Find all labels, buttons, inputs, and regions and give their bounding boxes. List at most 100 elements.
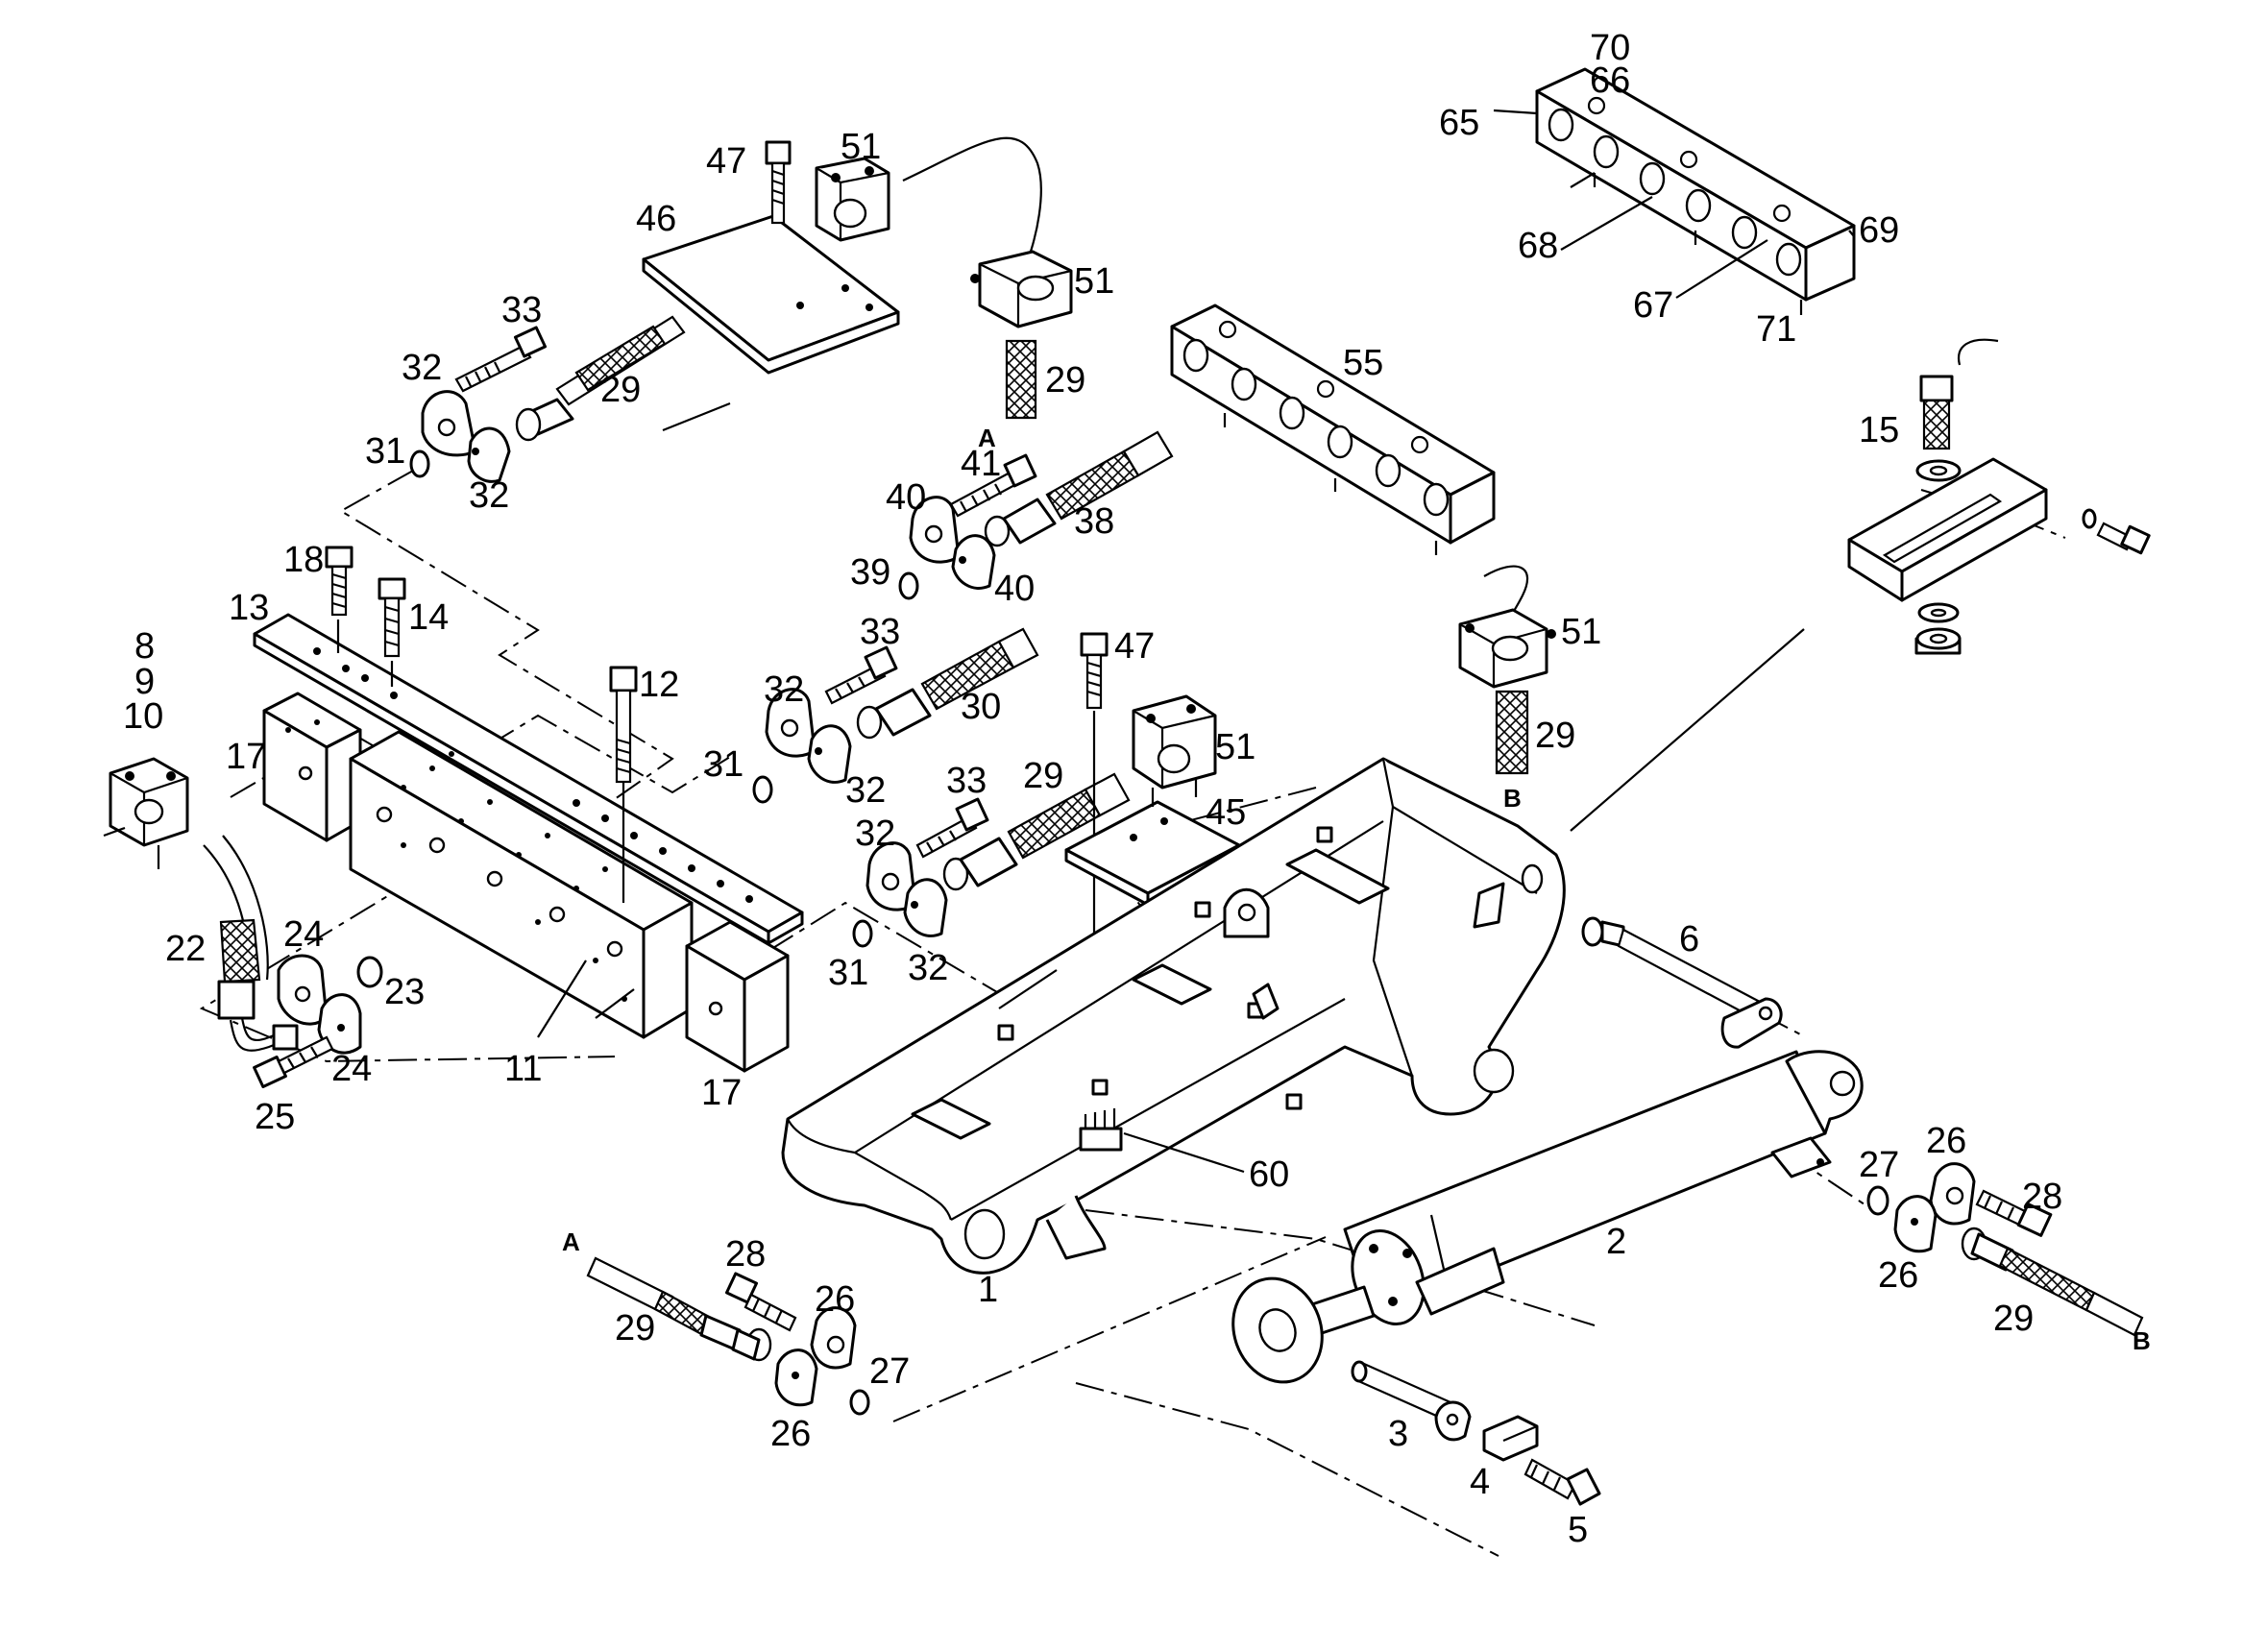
callout-33-top: 33 xyxy=(501,290,542,330)
marker-b-bottom: B xyxy=(2133,1326,2151,1355)
callout-55: 55 xyxy=(1343,343,1383,383)
clamp-8-9-10 xyxy=(103,757,189,869)
callout-23: 23 xyxy=(384,972,425,1012)
callout-26-right-b: 26 xyxy=(1878,1255,1918,1296)
callout-31-top: 31 xyxy=(365,431,405,472)
callout-51-middle: 51 xyxy=(1215,727,1255,767)
o-ring-31-lower xyxy=(852,919,873,948)
clamp-half-26-bottom-left xyxy=(774,1306,857,1407)
callout-1: 1 xyxy=(978,1270,998,1310)
callout-65: 65 xyxy=(1439,103,1479,143)
clamp-half-24-top xyxy=(277,954,329,1026)
connector-60 xyxy=(1079,1108,1245,1174)
callout-40-a: 40 xyxy=(886,477,926,518)
manifold-block-11 xyxy=(349,730,694,1039)
manifold-bar-65 xyxy=(1535,67,1856,315)
callout-17-right: 17 xyxy=(701,1073,742,1113)
callout-22: 22 xyxy=(165,929,206,969)
o-ring-31-middle xyxy=(752,775,773,804)
callout-28-right: 28 xyxy=(2022,1177,2062,1217)
callout-29-bottom-left: 29 xyxy=(615,1308,655,1348)
hose-29-vertical-b xyxy=(1495,690,1529,775)
callout-69: 69 xyxy=(1859,210,1899,251)
callout-4: 4 xyxy=(1470,1462,1490,1502)
callout-51-right: 51 xyxy=(1561,612,1601,652)
callout-51-top-left: 51 xyxy=(841,127,881,167)
o-ring-27-bottom-left xyxy=(849,1389,870,1416)
sensor-15 xyxy=(1915,338,1999,482)
callout-14: 14 xyxy=(408,597,449,638)
clamp-51-right xyxy=(1458,608,1556,689)
callout-67: 67 xyxy=(1633,285,1673,326)
callout-32-middle-a: 32 xyxy=(764,669,804,710)
callout-26-bottom-left-b: 26 xyxy=(770,1414,811,1454)
callout-27-bottom-left: 27 xyxy=(869,1351,910,1392)
hose-22 xyxy=(203,835,299,1052)
callout-3: 3 xyxy=(1388,1414,1408,1454)
bracket-15 xyxy=(1847,457,2048,602)
callout-38: 38 xyxy=(1074,501,1114,542)
callout-25: 25 xyxy=(255,1097,295,1137)
bolt-5 xyxy=(1524,1458,1601,1506)
manifold-bar-55 xyxy=(1170,304,1496,555)
screw-33-top xyxy=(454,326,548,393)
callout-26-bottom-left-a: 26 xyxy=(815,1279,855,1320)
callout-33-lower: 33 xyxy=(946,761,987,801)
callout-17-left: 17 xyxy=(226,737,266,777)
clamp-half-40 xyxy=(909,496,996,590)
end-block-17-right xyxy=(685,920,790,1073)
callout-8: 8 xyxy=(134,626,155,667)
callout-31-lower: 31 xyxy=(828,953,868,993)
marker-a-bottom: A xyxy=(562,1227,580,1256)
screw-bracket-15 xyxy=(2082,508,2151,555)
o-ring-31-top xyxy=(409,449,430,478)
callout-45: 45 xyxy=(1206,792,1246,833)
bolt-47-top xyxy=(765,140,792,225)
callout-2: 2 xyxy=(1606,1222,1626,1262)
callout-71: 71 xyxy=(1756,309,1796,350)
callout-28-bottom-left: 28 xyxy=(725,1234,766,1275)
callout-47-middle: 47 xyxy=(1114,626,1155,667)
hose-29-top-left xyxy=(515,315,686,442)
callout-13: 13 xyxy=(229,588,269,628)
callout-15: 15 xyxy=(1859,410,1899,450)
callout-12: 12 xyxy=(639,665,679,705)
callout-32-middle-b: 32 xyxy=(845,770,886,811)
callout-26-right-a: 26 xyxy=(1926,1121,1966,1161)
clamp-half-32-middle xyxy=(765,688,852,784)
bolt-47-middle xyxy=(1080,632,1109,1081)
bolt-18 xyxy=(325,546,353,653)
callout-6: 6 xyxy=(1679,919,1699,960)
callout-24-top: 24 xyxy=(283,914,324,955)
callout-29-vertical-b: 29 xyxy=(1535,716,1575,756)
callout-32-top-b: 32 xyxy=(469,475,509,516)
callout-41: 41 xyxy=(961,444,1001,484)
hose-29-middle xyxy=(942,772,1131,891)
end-block-17-left xyxy=(262,692,362,842)
washer-nut-15 xyxy=(1914,602,1962,655)
mounting-plate-46 xyxy=(642,214,900,375)
o-ring-27-right xyxy=(1866,1185,1889,1216)
pin-3 xyxy=(1351,1360,1472,1442)
callout-29-top-left: 29 xyxy=(600,370,641,410)
bolt-12 xyxy=(609,666,638,903)
callout-29-right: 29 xyxy=(1993,1299,2034,1339)
screw-33-lower xyxy=(915,797,989,859)
bolt-14 xyxy=(378,577,406,687)
callout-32-lower-a: 32 xyxy=(855,814,895,854)
clamp-51-top-center xyxy=(970,250,1073,328)
screw-25 xyxy=(253,1035,334,1088)
callout-30: 30 xyxy=(961,687,1001,727)
marker-a-top: A xyxy=(978,424,996,452)
callout-27-right: 27 xyxy=(1859,1145,1899,1185)
clip-4 xyxy=(1482,1415,1539,1462)
hose-29-bottom-left xyxy=(586,1256,772,1362)
callout-18: 18 xyxy=(283,540,324,580)
clamp-half-32-top xyxy=(421,390,511,483)
hydraulic-cylinder-2 xyxy=(1231,1050,1864,1384)
o-ring-23 xyxy=(356,956,383,988)
callout-labels: 70 66 65 69 68 67 71 15 47 51 46 51 33 3… xyxy=(123,28,2151,1550)
callout-31-middle: 31 xyxy=(703,744,743,785)
callout-70: 70 xyxy=(1590,28,1630,68)
